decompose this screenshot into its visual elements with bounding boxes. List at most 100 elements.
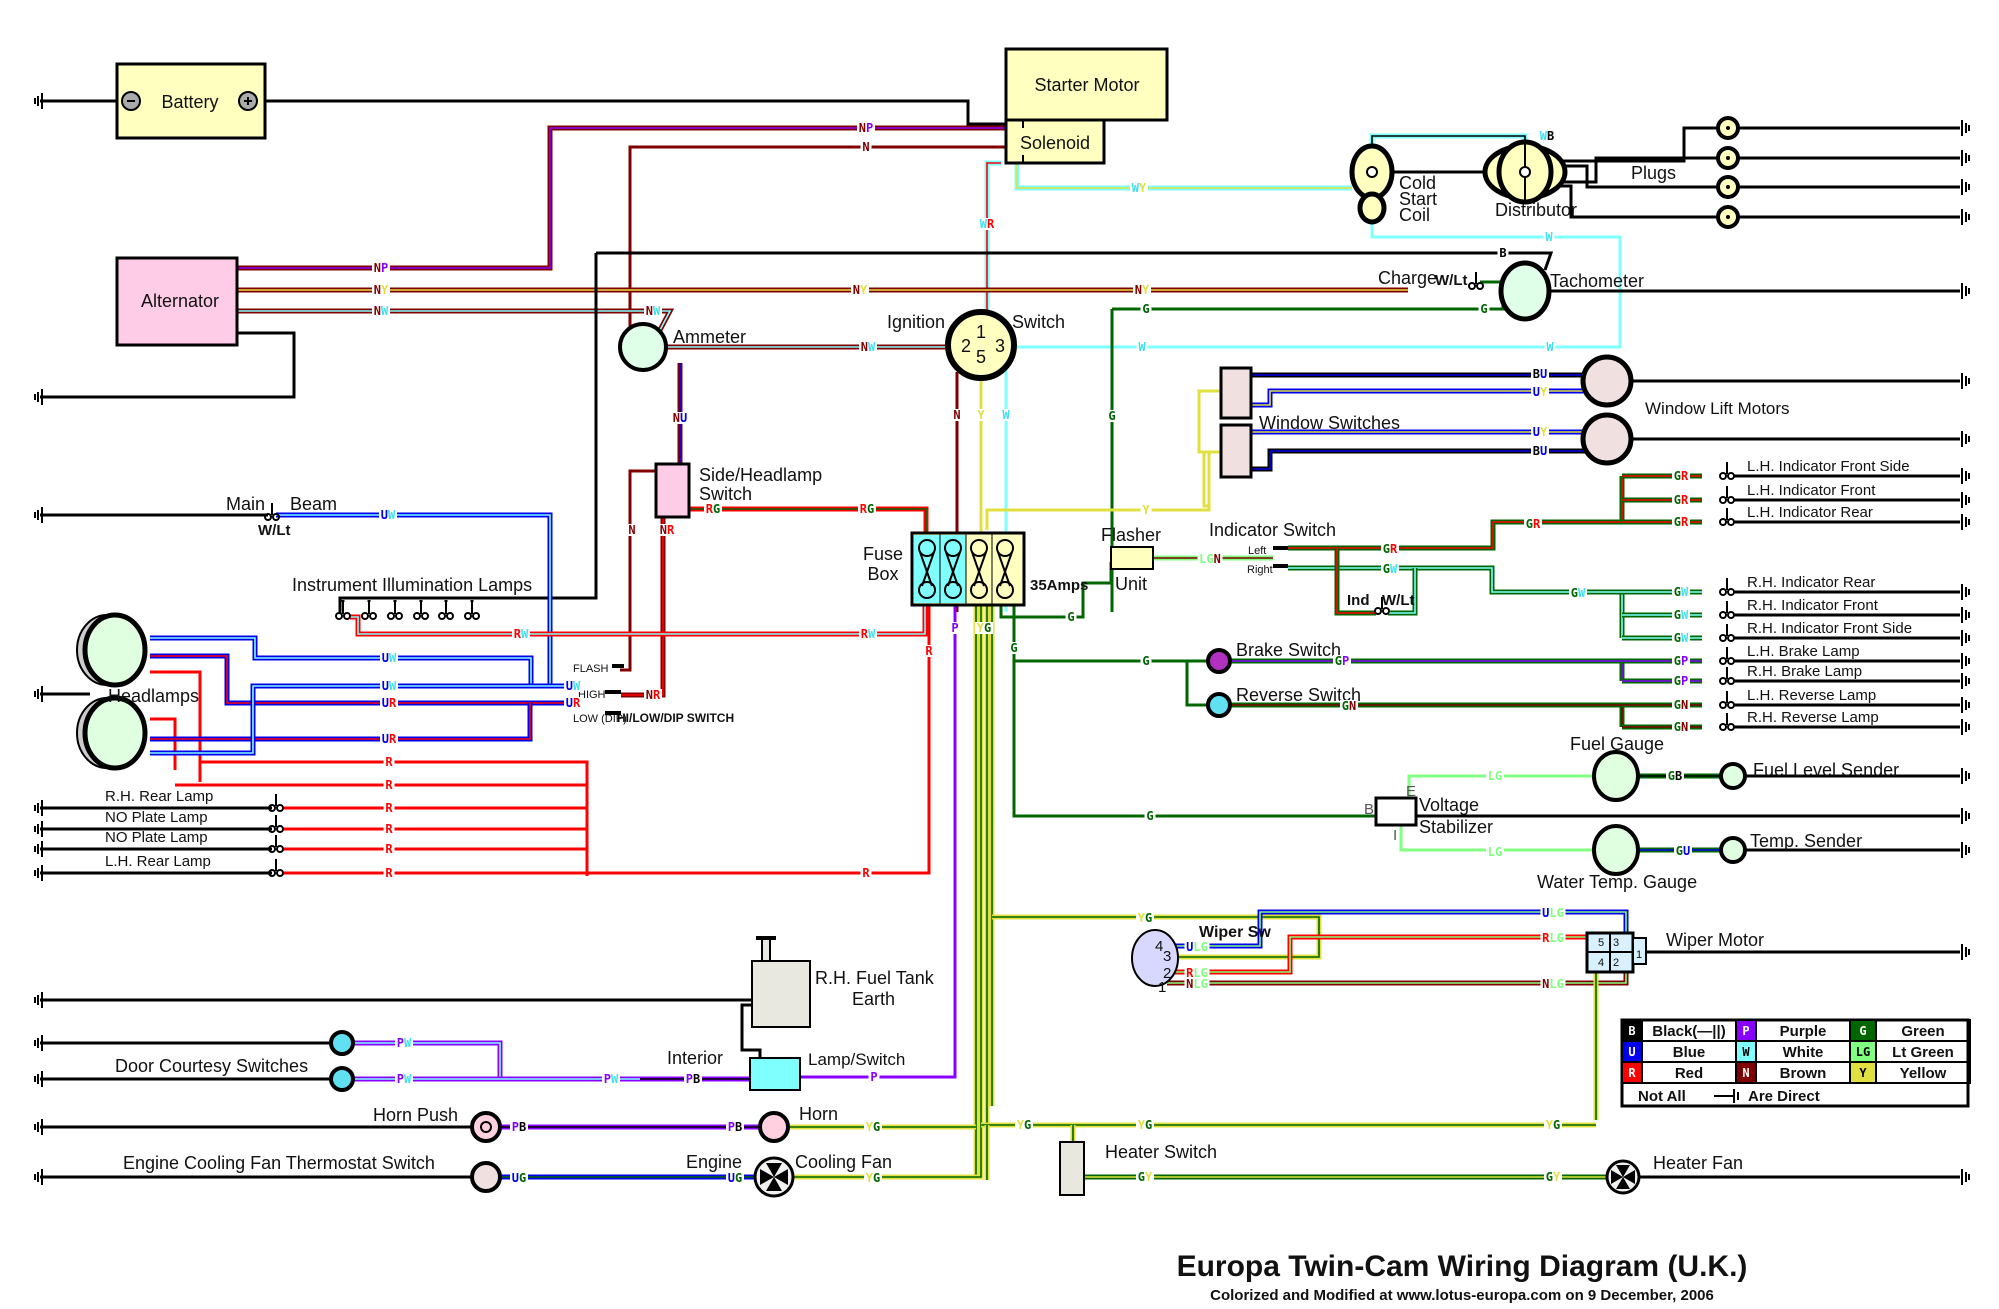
right-lamp-label: R.H. Brake Lamp bbox=[1747, 663, 1862, 680]
ignition-coil-wire bbox=[1012, 222, 1622, 349]
bulb-icon bbox=[387, 602, 403, 620]
unit-label: Unit bbox=[1115, 574, 1147, 594]
ground-symbol-icon bbox=[1961, 653, 1970, 669]
water-temp-gauge: Water Temp. Gauge bbox=[1537, 824, 1697, 892]
right-lamp-label: L.H. Indicator Front bbox=[1747, 482, 1876, 499]
wire-code-label: GR bbox=[1383, 542, 1398, 556]
ground-symbol-icon bbox=[34, 865, 43, 881]
instrument-lamp-earth bbox=[338, 253, 598, 614]
ground-symbol-icon bbox=[1961, 607, 1970, 623]
legend-footer-right: Are Direct bbox=[1748, 1088, 1820, 1105]
instrument-illumination-lamps: Instrument Illumination Lamps bbox=[292, 575, 532, 620]
cold-start-coil-label-2: Start bbox=[1399, 189, 1437, 209]
stabilizer-label: Stabilizer bbox=[1419, 817, 1493, 837]
headlamp-uw-2 bbox=[150, 683, 565, 756]
wire-code-label: YG bbox=[1138, 911, 1152, 925]
main-label: Main bbox=[226, 494, 265, 514]
alternator-label: Alternator bbox=[141, 291, 219, 311]
legend-name: Yellow bbox=[1900, 1065, 1947, 1082]
starter-motor-label: Starter Motor bbox=[1034, 75, 1139, 95]
wire-code-label: UY bbox=[1533, 425, 1548, 439]
vs-pin-b: B bbox=[1364, 801, 1374, 818]
legend-name: Brown bbox=[1780, 1065, 1827, 1082]
temp-sender: Temp. Sender bbox=[1719, 831, 1862, 864]
bulb-icon bbox=[268, 815, 284, 833]
fuel-tank-label: R.H. Fuel Tank bbox=[815, 968, 935, 988]
wiper-motor-label: Wiper Motor bbox=[1666, 930, 1764, 950]
wire-code-label: ULG bbox=[1542, 906, 1564, 920]
wire-code-label: GP bbox=[1674, 654, 1688, 668]
side-switch-rg-tracer bbox=[689, 508, 927, 535]
fuse-box-label-2: Box bbox=[867, 564, 898, 584]
ign-pin-2: 2 bbox=[961, 336, 971, 356]
wire-code-label: YG bbox=[866, 1120, 880, 1134]
ground-symbol-icon bbox=[1961, 808, 1970, 824]
horn: Horn bbox=[758, 1104, 838, 1143]
wire-tracer bbox=[353, 1042, 501, 1079]
bulb-icon bbox=[1719, 486, 1735, 504]
wire-code-label: WB bbox=[1540, 129, 1554, 143]
wire-code-label: G bbox=[1108, 409, 1115, 423]
right-lamp-label: L.H. Brake Lamp bbox=[1747, 643, 1860, 660]
window-switches: Window Switches bbox=[1219, 366, 1400, 479]
brake-switch: Brake Switch bbox=[1206, 640, 1341, 674]
solenoid-coil-wire-tracer bbox=[1016, 163, 1352, 189]
wire-code-label: R bbox=[385, 842, 393, 856]
bulb-icon bbox=[413, 602, 429, 620]
ground-symbol-icon bbox=[34, 1119, 43, 1135]
legend-name: Green bbox=[1901, 1023, 1944, 1040]
solenoid-ignition-wire bbox=[984, 160, 1001, 330]
battery-starter-cable bbox=[265, 99, 1006, 126]
door-courtesy-switches: Door Courtesy Switches bbox=[115, 1030, 355, 1092]
wire-code-label: YG bbox=[1546, 1118, 1560, 1132]
ground-symbol-icon bbox=[34, 992, 43, 1008]
flasher-label: Flasher bbox=[1101, 525, 1161, 545]
heater-switch-label: Heater Switch bbox=[1105, 1142, 1217, 1162]
wire-code-label: LG bbox=[1488, 845, 1502, 859]
right-lamp-label: R.H. Indicator Front bbox=[1747, 597, 1879, 614]
wire-code-label: W bbox=[1002, 408, 1010, 422]
wire bbox=[200, 760, 589, 876]
wire bbox=[1202, 452, 1209, 508]
alternator-solenoid-wire bbox=[237, 125, 1006, 271]
wire-code-label: PW bbox=[604, 1072, 619, 1086]
wire-code-label: RG bbox=[706, 502, 720, 516]
wire-code-label: RW bbox=[514, 627, 529, 641]
heater-fan-label: Heater Fan bbox=[1653, 1153, 1743, 1173]
legend-name: Lt Green bbox=[1892, 1044, 1954, 1061]
wire bbox=[1197, 389, 1221, 454]
legend-code: U bbox=[1628, 1045, 1635, 1059]
wiper-motor: 5 3 4 2 1 Wiper Motor bbox=[1585, 930, 1764, 974]
instrument-lamps-rw bbox=[350, 605, 928, 637]
wire-code-label: NW bbox=[861, 340, 876, 354]
wire-code-label: PB bbox=[728, 1120, 742, 1134]
ground-symbol-icon bbox=[34, 1169, 43, 1185]
rear-lamps-feed bbox=[587, 605, 931, 875]
bulb-icon bbox=[1719, 601, 1735, 619]
wire-code-label: PB bbox=[512, 1120, 526, 1134]
window-switches-label: Window Switches bbox=[1259, 413, 1400, 433]
bulb-icon bbox=[1374, 597, 1390, 615]
wire-code-label: R bbox=[385, 778, 393, 792]
ground-symbol-icon bbox=[34, 841, 43, 857]
wire-code-label: GN bbox=[1674, 698, 1688, 712]
alternator-ammeter-wire-tracer bbox=[237, 310, 672, 331]
engine-cooling-fan: Engine Cooling Fan bbox=[686, 1152, 892, 1198]
lamp-switch-label: Lamp/Switch bbox=[808, 1050, 905, 1069]
legend-name: Blue bbox=[1673, 1044, 1706, 1061]
bulb-icon bbox=[264, 503, 280, 521]
headlamp-ur-1-tracer bbox=[150, 655, 565, 704]
interior-label: Interior bbox=[667, 1048, 723, 1068]
wiper-sw-label: Wiper Sw bbox=[1199, 924, 1271, 941]
fuel-gauge: Fuel Gauge bbox=[1570, 734, 1664, 802]
fan-icon bbox=[1611, 1165, 1635, 1189]
wire-code-label: NW bbox=[374, 304, 389, 318]
wiper-sw-pin-2: 2 bbox=[1163, 965, 1171, 982]
wiper-motor-pin-4: 4 bbox=[1598, 957, 1604, 969]
cold-start-coil-label-1: Cold bbox=[1399, 173, 1436, 193]
wire-code-label: R bbox=[925, 644, 933, 658]
wire-code-label: YG bbox=[1138, 1118, 1152, 1132]
